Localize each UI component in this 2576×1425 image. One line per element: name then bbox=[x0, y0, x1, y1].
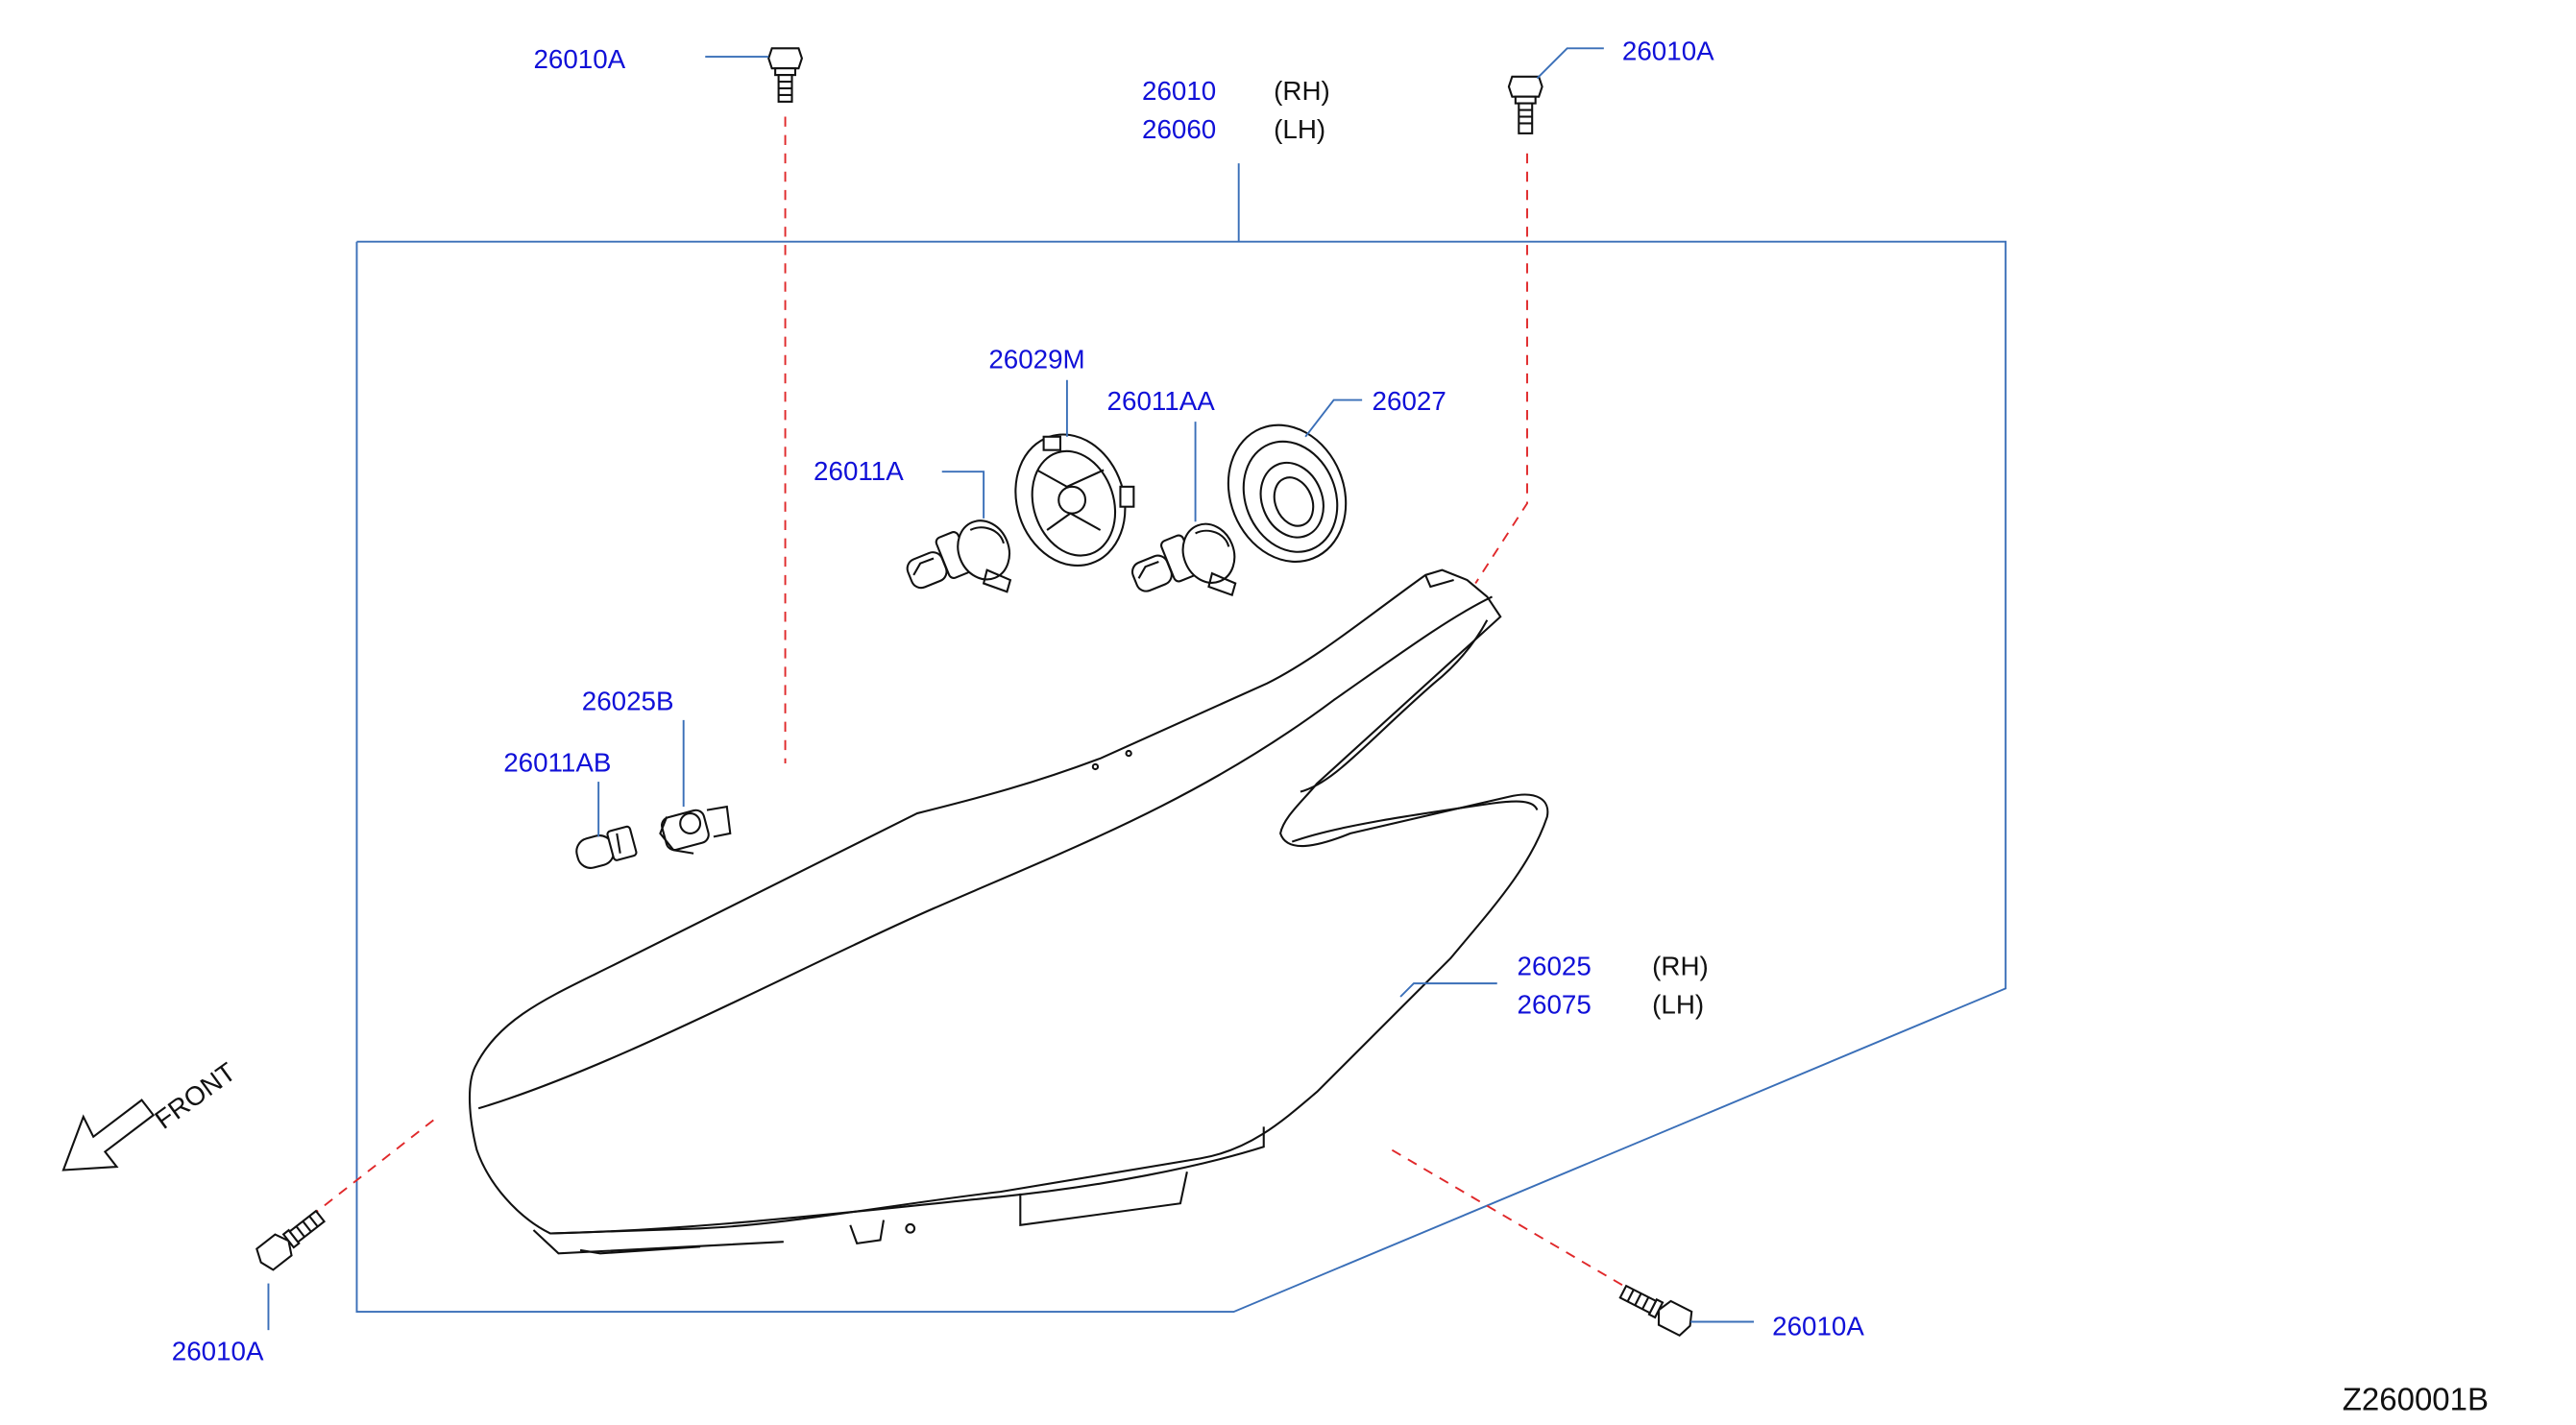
bulb-a[interactable] bbox=[905, 513, 1018, 593]
leader-seal-cap bbox=[1304, 399, 1363, 438]
leader-housing bbox=[1399, 982, 1497, 998]
bulb-aa[interactable] bbox=[1130, 517, 1243, 597]
label-screw-top-left[interactable]: 26010A bbox=[533, 44, 625, 74]
bulb-ab[interactable] bbox=[573, 825, 638, 871]
suffix-headlamp-rh: (RH) bbox=[1274, 76, 1330, 106]
socket-b[interactable] bbox=[659, 805, 732, 855]
label-bulb-aa[interactable]: 26011AA bbox=[1107, 386, 1216, 416]
label-socket-cap[interactable]: 26029M bbox=[988, 345, 1084, 374]
leader-bulb-a bbox=[941, 471, 985, 519]
screw-top-left[interactable] bbox=[767, 47, 804, 103]
label-housing-lh[interactable]: 26075 bbox=[1518, 989, 1592, 1019]
label-seal-cap[interactable]: 26027 bbox=[1373, 386, 1446, 416]
headlamp-housing[interactable] bbox=[469, 568, 1549, 1255]
suffix-headlamp-lh: (LH) bbox=[1274, 114, 1325, 144]
suffix-housing-rh: (RH) bbox=[1652, 951, 1709, 980]
socket-cap[interactable] bbox=[999, 421, 1142, 580]
alignment-line-top-right bbox=[1474, 153, 1528, 585]
label-bulb-ab[interactable]: 26011AB bbox=[503, 748, 611, 778]
alignment-line-bottom-left bbox=[309, 1119, 434, 1218]
label-headlamp-rh[interactable]: 26010 bbox=[1142, 76, 1216, 106]
label-screw-bottom-right[interactable]: 26010A bbox=[1772, 1311, 1864, 1340]
label-screw-bottom-left[interactable]: 26010A bbox=[172, 1336, 264, 1365]
screw-bottom-left[interactable] bbox=[253, 1206, 328, 1273]
assembly-boundary bbox=[355, 240, 2007, 1314]
suffix-housing-lh: (LH) bbox=[1652, 989, 1704, 1019]
label-bulb-a[interactable]: 26011A bbox=[814, 456, 904, 486]
front-label: FRONT bbox=[149, 1056, 241, 1134]
label-screw-top-right[interactable]: 26010A bbox=[1622, 36, 1714, 65]
front-arrow-icon bbox=[61, 1099, 156, 1171]
leader-screw-top-right bbox=[1536, 47, 1604, 80]
diagram-reference-code: Z260001B bbox=[2343, 1381, 2489, 1416]
screw-bottom-right[interactable] bbox=[1617, 1280, 1696, 1338]
label-socket-b[interactable]: 26025B bbox=[582, 686, 674, 715]
seal-cap[interactable] bbox=[1208, 407, 1366, 579]
screw-top-right[interactable] bbox=[1507, 75, 1543, 134]
label-housing-rh[interactable]: 26025 bbox=[1518, 951, 1592, 980]
alignment-line-bottom-right bbox=[1391, 1148, 1643, 1298]
label-headlamp-lh[interactable]: 26060 bbox=[1142, 114, 1216, 144]
